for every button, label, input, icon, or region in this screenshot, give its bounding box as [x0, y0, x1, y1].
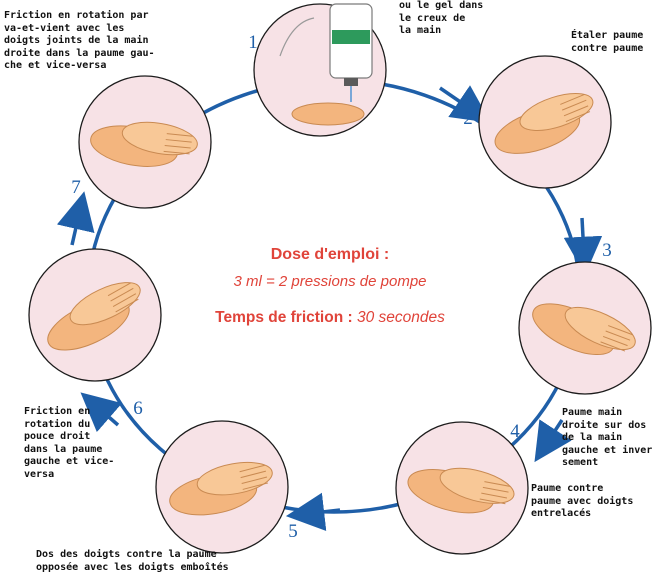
step-6-illustration [29, 249, 161, 381]
step-5-illustration [156, 421, 288, 553]
step-1-caption: ou le gel dans le creux de la main [399, 0, 483, 38]
step-1-number: 1 [248, 32, 258, 53]
step-5-number: 5 [288, 521, 298, 542]
step-2-caption: Étaler paume contre paume [571, 30, 643, 55]
step-4-caption: Paume contre paume avec doigts entrelacé… [531, 483, 633, 521]
dose-title: Dose d'emploi : [180, 246, 480, 264]
friction-value: 30 secondes [357, 309, 445, 326]
step-6-number: 6 [133, 398, 143, 419]
step-3-caption: Paume main droite sur dos de la main gau… [562, 407, 652, 470]
step-6-caption: Friction en rotation du pouce droit dans… [24, 406, 114, 481]
cycle-arrow-2 [582, 218, 584, 256]
step-7-caption: Friction en rotation par va-et-vient ave… [4, 10, 155, 73]
step-7-number: 7 [71, 177, 81, 198]
step-2-illustration [479, 56, 611, 188]
step-3-illustration [519, 262, 651, 394]
cycle-arrow-3 [545, 420, 562, 446]
step-7-illustration [79, 76, 211, 208]
step-2-number: 2 [463, 108, 473, 129]
step-1-illustration [254, 4, 386, 136]
friction-time: Temps de friction : 30 secondes [180, 309, 480, 327]
step-4-illustration [396, 422, 528, 554]
dose-value: 3 ml = 2 pressions de pompe [180, 273, 480, 290]
step-3-number: 3 [602, 240, 612, 261]
friction-label: Temps de friction : [215, 309, 353, 326]
cycle-arrow-6 [72, 210, 80, 245]
step-5-caption: Dos des doigts contre la paume opposée a… [36, 549, 229, 574]
step-4-number: 4 [510, 421, 520, 442]
